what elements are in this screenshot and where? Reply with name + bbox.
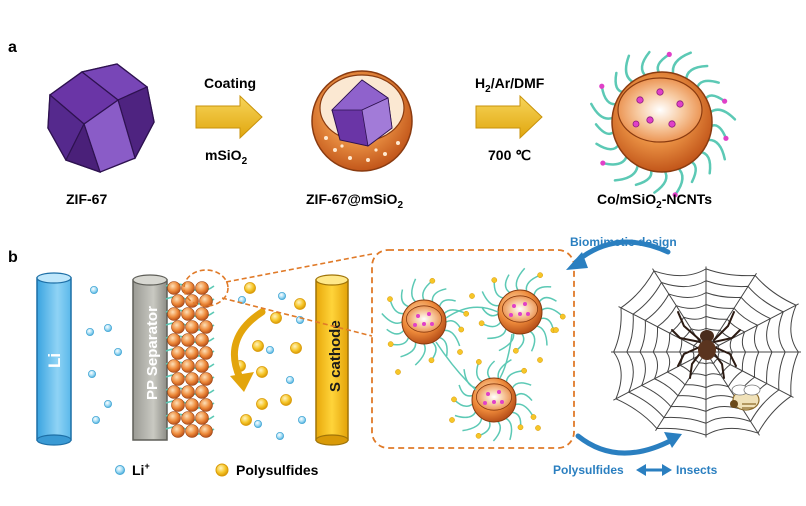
- ncnts-label: -NCNTs: [662, 191, 713, 207]
- panel-a-label: a: [8, 39, 17, 56]
- co-msio2-label: Co/mSiO: [597, 191, 656, 207]
- zoomed-particles: [381, 267, 566, 442]
- double-arrow-icon: [636, 464, 672, 476]
- zoom-circle: [183, 269, 229, 307]
- legend: Li+ Polysulfides: [115, 461, 319, 478]
- legend-li-superscript: +: [144, 461, 149, 471]
- zif67-crystal: [47, 63, 155, 173]
- svg-text:Li+: Li+: [132, 461, 150, 478]
- legend-polysulfide-marker: [215, 463, 229, 477]
- li-label: Li: [45, 353, 64, 368]
- coating-label: Coating: [204, 75, 256, 91]
- polysulfide-particles: [234, 282, 306, 426]
- pp-separator: PP Separator: [132, 274, 168, 441]
- insect-icon: [730, 384, 761, 411]
- zif67-msio2-subscript: 2: [397, 200, 403, 211]
- h2-label: H: [475, 75, 485, 91]
- msio2-subscript: 2: [242, 156, 248, 167]
- h2-subscript: 2: [485, 84, 491, 95]
- legend-li-marker: [115, 465, 125, 475]
- msio2-label: mSiO: [205, 147, 242, 163]
- zoom-box: [371, 249, 575, 449]
- zif67-msio2-label: ZIF-67@mSiO: [306, 191, 398, 207]
- biomimetic-arrow-bottom: [575, 433, 675, 456]
- legend-polysulfide-label: Polysulfides: [236, 462, 319, 478]
- zoom-line-bottom: [221, 297, 373, 337]
- legend-li-label: Li: [132, 462, 144, 478]
- analogy-polysulfides-label: Polysulfides: [553, 463, 624, 477]
- pyrolysis-arrow: [475, 94, 543, 140]
- reflection-arrow: [230, 308, 266, 392]
- analogy-insects-label: Insects: [676, 463, 718, 477]
- li-anode: Li: [36, 272, 72, 446]
- biomimetic-label: Biomimetic design: [570, 235, 677, 249]
- zoom-line-top: [225, 253, 373, 283]
- svg-text:mSiO2: mSiO2: [205, 147, 248, 167]
- ar-dmf-label: /Ar/DMF: [491, 75, 545, 91]
- svg-text:Co/mSiO2-NCNTs: Co/mSiO2-NCNTs: [597, 191, 712, 211]
- cathode-label: S cathode: [327, 320, 344, 392]
- coating-arrow: [195, 94, 263, 140]
- s-cathode: S cathode: [315, 274, 349, 446]
- panel-b-label: b: [8, 249, 18, 266]
- spider-icon: [671, 311, 741, 379]
- co-msio2-ncnts-particle: [590, 50, 737, 198]
- svg-text:H2/Ar/DMF: H2/Ar/DMF: [475, 75, 545, 95]
- separator-coating-layer: [165, 281, 215, 438]
- svg-text:ZIF-67@mSiO2: ZIF-67@mSiO2: [306, 191, 403, 211]
- co-msio2-subscript: 2: [656, 200, 662, 211]
- biomimetic-arrow-top: [573, 239, 671, 265]
- zif67-msio2-particle: [311, 70, 413, 172]
- separator-label: PP Separator: [144, 306, 161, 400]
- temperature-label: 700 ℃: [488, 147, 531, 163]
- zif67-label: ZIF-67: [66, 191, 107, 207]
